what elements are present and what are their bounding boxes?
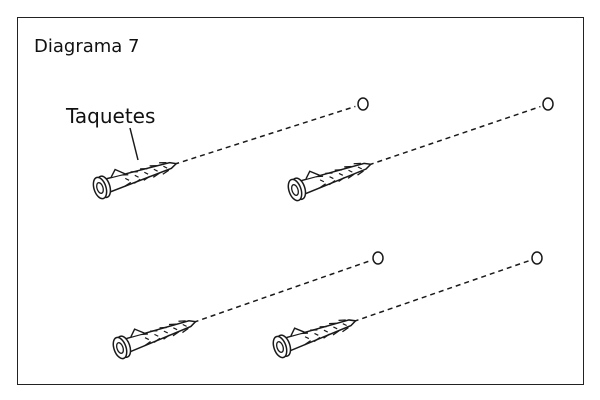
wall-anchor-body [112, 320, 198, 360]
guide-line-dashed [353, 259, 530, 323]
anchor-bore [275, 341, 285, 353]
drill-hole-target [357, 97, 369, 111]
anchor-bore [96, 182, 104, 194]
anchor-3 [112, 251, 384, 360]
anchor-1 [92, 97, 369, 200]
drill-hole-target [372, 251, 384, 265]
anchors-label: Taquetes [66, 104, 156, 128]
wall-anchor-body [272, 319, 358, 359]
diagram-frame [17, 17, 584, 385]
guide-line-dashed [193, 259, 371, 324]
guide-line-dashed [174, 105, 356, 165]
guide-line-dashed [368, 105, 541, 166]
wall-anchor-body [92, 161, 178, 200]
label-leader-line [129, 127, 139, 161]
anchor-bore [115, 342, 125, 354]
anchor-4 [272, 251, 543, 359]
wall-anchor-body [287, 162, 373, 202]
anchor-2 [287, 97, 554, 202]
diagram-title: Diagrama 7 [34, 36, 140, 57]
drill-hole-target [531, 251, 543, 265]
anchor-bore [291, 184, 299, 196]
drill-hole-target [542, 97, 554, 111]
